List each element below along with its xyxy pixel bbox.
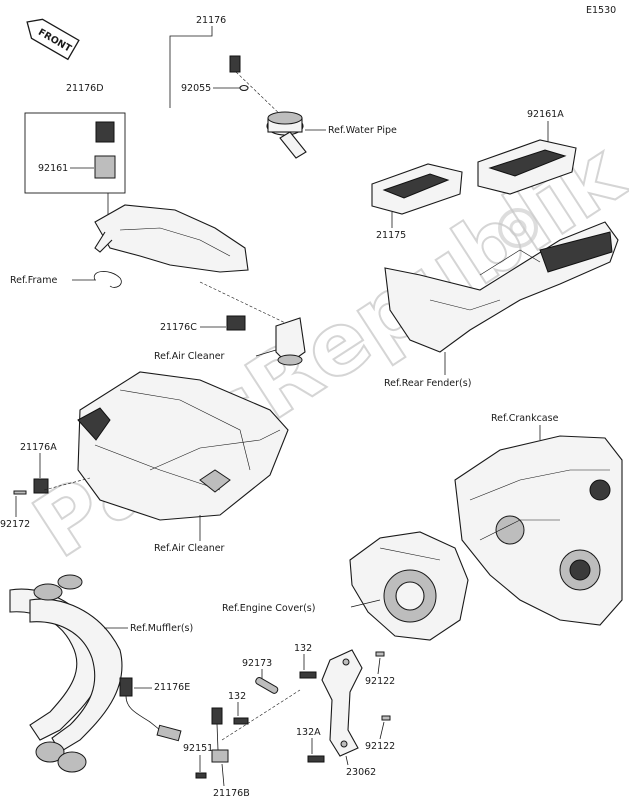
leader-92122-bottom bbox=[379, 721, 385, 740]
crankcase bbox=[454, 435, 623, 626]
part-92161A-cover bbox=[477, 139, 577, 195]
part-132-bolt-left bbox=[233, 717, 249, 725]
box-21176D bbox=[24, 112, 126, 194]
engine-cover bbox=[349, 531, 469, 641]
axis-21176A bbox=[43, 477, 91, 491]
label-92161A: 92161A bbox=[527, 109, 564, 120]
label-21175: 21175 bbox=[376, 230, 406, 241]
label-132-left: 132 bbox=[228, 691, 246, 702]
part-92151-bolt bbox=[195, 772, 207, 779]
label-21176D: 21176D bbox=[66, 83, 104, 94]
leader-23062 bbox=[345, 755, 349, 766]
water-pipe-fitting bbox=[266, 111, 307, 159]
label-21176: 21176 bbox=[196, 15, 226, 26]
part-21176A-sensor bbox=[33, 478, 49, 494]
label-92122-top: 92122 bbox=[365, 676, 395, 687]
ref-muffler: Ref.Muffler(s) bbox=[130, 623, 193, 634]
part-132-bolt-top bbox=[299, 671, 317, 679]
label-21176A: 21176A bbox=[20, 442, 57, 453]
gear-watermark-icon bbox=[498, 208, 538, 248]
leader-engine-cover bbox=[350, 599, 381, 608]
label-92161: 92161 bbox=[38, 163, 68, 174]
diagram-code: E1530 bbox=[586, 5, 616, 16]
ref-air-cleaner-bottom: Ref.Air Cleaner bbox=[154, 543, 225, 554]
ref-rear-fender: Ref.Rear Fender(s) bbox=[384, 378, 471, 389]
part-92055-washer bbox=[239, 84, 249, 92]
axis-21176C bbox=[199, 281, 301, 331]
part-21176C-sensor bbox=[226, 315, 246, 331]
bracket-21176 bbox=[169, 26, 213, 108]
label-21176B: 21176B bbox=[213, 788, 250, 799]
label-92122-bottom: 92122 bbox=[365, 741, 395, 752]
axis-21176 bbox=[235, 71, 287, 121]
muffler-pipes bbox=[9, 574, 123, 773]
label-92151: 92151 bbox=[183, 743, 213, 754]
label-21176C: 21176C bbox=[160, 322, 197, 333]
frame-bracket bbox=[94, 204, 249, 273]
part-92122-pin-bottom bbox=[381, 715, 391, 721]
part-92122-pin-top bbox=[375, 651, 385, 657]
label-23062: 23062 bbox=[346, 767, 376, 778]
part-132A-bolt bbox=[307, 755, 325, 763]
label-132A: 132A bbox=[296, 727, 321, 738]
leader-21176B bbox=[221, 763, 225, 787]
frame-wire bbox=[93, 271, 122, 288]
ref-crankcase: Ref.Crankcase bbox=[491, 413, 559, 424]
rear-fender bbox=[384, 221, 619, 353]
label-92055: 92055 bbox=[181, 83, 211, 94]
label-92172: 92172 bbox=[0, 519, 30, 530]
ref-air-cleaner-top: Ref.Air Cleaner bbox=[154, 351, 225, 362]
part-21176-sensor bbox=[229, 55, 241, 73]
air-cleaner-duct-top bbox=[275, 317, 306, 366]
front-arrow-badge: FRONT bbox=[26, 18, 80, 61]
label-21176E: 21176E bbox=[154, 682, 190, 693]
part-92172-screw bbox=[13, 490, 27, 495]
label-92173: 92173 bbox=[242, 658, 272, 669]
part-21175-module bbox=[371, 163, 463, 215]
label-132-top: 132 bbox=[294, 643, 312, 654]
ref-water-pipe: Ref.Water Pipe bbox=[328, 125, 397, 136]
leader-air-cleaner-top bbox=[255, 349, 277, 357]
leader-92122-top bbox=[377, 657, 381, 675]
ref-engine-cover: Ref.Engine Cover(s) bbox=[222, 603, 315, 614]
part-21176E-sensor bbox=[119, 677, 182, 742]
ref-frame: Ref.Frame bbox=[10, 275, 57, 286]
air-cleaner-box bbox=[77, 371, 289, 521]
part-92173-collar bbox=[255, 677, 279, 694]
part-21176D-sensor bbox=[95, 121, 115, 143]
part-21176B-sensor bbox=[211, 689, 301, 763]
part-92161-grommet bbox=[94, 155, 116, 179]
part-23062-bracket bbox=[321, 649, 363, 757]
